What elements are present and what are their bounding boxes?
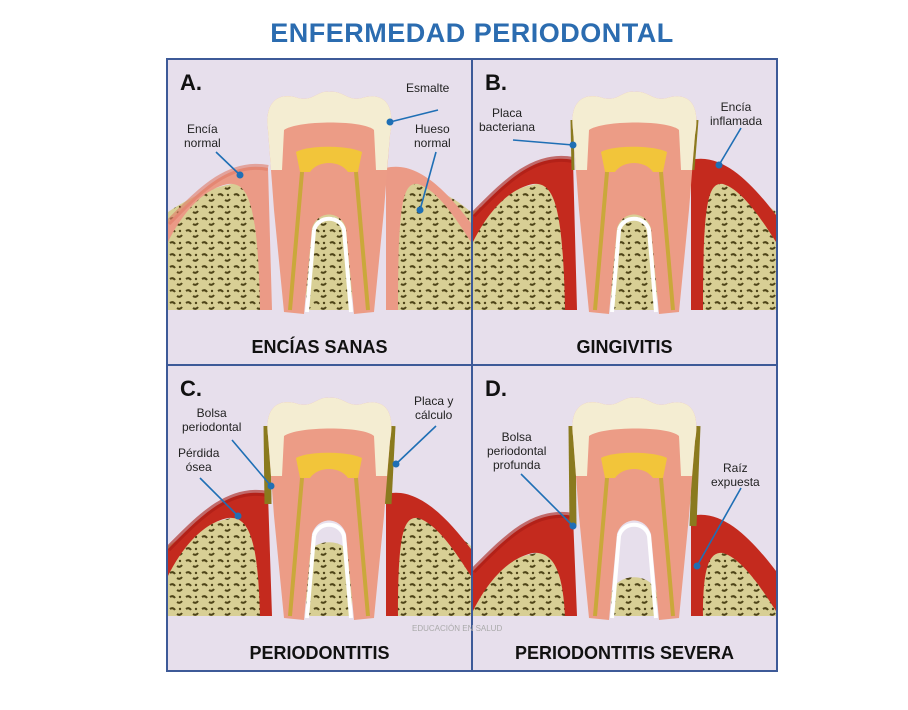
enamel: [267, 397, 392, 476]
pointer-dot: [416, 206, 424, 214]
pointer-line: [215, 151, 241, 176]
pointer-line: [231, 439, 272, 487]
pointer-line: [718, 127, 742, 166]
label-inflamed-gum: Encía inflamada: [710, 100, 763, 128]
interradicular-bone: [611, 577, 657, 616]
interradicular-bone: [306, 208, 352, 310]
root-outline: [305, 216, 353, 313]
panel-caption: PERIODONTITIS SEVERA: [514, 643, 735, 663]
tooth-root: [572, 91, 697, 315]
root-canals: [593, 477, 675, 617]
root-outline: [610, 216, 658, 313]
alveolar-bone-right: [396, 515, 471, 616]
tooth-root: [267, 91, 392, 315]
plaque-right: [689, 425, 701, 527]
label-bacterial-plaque: Placa bacteriana: [479, 106, 536, 134]
panel-caption: GINGIVITIS: [576, 337, 673, 357]
interradicular-bone: [306, 542, 352, 616]
gum-edge: [168, 163, 269, 226]
pointer-line: [696, 487, 742, 567]
tooth-illustration: [168, 91, 471, 315]
gum-left: [473, 514, 577, 616]
pulp-chamber: [296, 146, 362, 172]
pointer-line: [419, 151, 437, 211]
tooth-illustration: [168, 397, 471, 620]
pointer-line: [520, 473, 574, 527]
panel-letter: D.: [485, 376, 507, 401]
pointer-dot: [386, 118, 394, 126]
label-deep-pocket: Bolsa periodontal profunda: [487, 430, 547, 472]
label-plaque-calculus: Placa y cálculo: [414, 394, 454, 422]
alveolar-bone-left: [473, 181, 568, 310]
plaque-left: [263, 425, 272, 505]
root-canals: [593, 171, 675, 311]
tooth-illustration: [473, 91, 776, 315]
enamel: [572, 397, 697, 476]
plaque-right: [691, 119, 699, 171]
panel-caption: ENCÍAS SANAS: [251, 337, 388, 357]
pulp-chamber: [601, 146, 667, 172]
panel-letter: B.: [485, 70, 507, 95]
watermark: EDUCACIÓN EN SALUD: [412, 624, 503, 633]
root-canals: [288, 477, 370, 617]
pulp-chamber: [601, 452, 667, 478]
pointer-dot: [236, 171, 244, 179]
gum-edge: [168, 489, 269, 552]
alveolar-bone-right: [701, 550, 776, 616]
alveolar-bone-left: [168, 515, 263, 616]
panel-severe-periodontitis: D. Bolsa periodontal profunda Raíz expue…: [473, 366, 776, 670]
pointer-dot: [569, 141, 577, 149]
interradicular-bone: [611, 208, 657, 310]
panel-gingivitis: B. Placa bacteriana Encía inflamada GING…: [473, 60, 776, 364]
label-exposed-root: Raíz expuesta: [711, 461, 760, 489]
page-title: ENFERMEDAD PERIODONTAL: [270, 18, 674, 48]
pointer-dot: [392, 460, 400, 468]
gum-edge: [473, 155, 574, 218]
panel-healthy-gums: A. Esmalte Encía normal Hueso normal ENC…: [168, 60, 471, 364]
tooth-illustration: [473, 397, 776, 620]
label-normal-bone: Hueso normal: [414, 122, 451, 150]
pointer-dot: [267, 482, 275, 490]
label-periodontal-pocket: Bolsa periodontal: [182, 406, 242, 434]
gum-left: [473, 158, 577, 310]
enamel: [572, 91, 697, 170]
pointer-line: [199, 477, 239, 517]
pulp-chamber: [296, 452, 362, 478]
label-bone-loss: Pérdida ósea: [178, 446, 220, 474]
gum-left: [168, 166, 272, 310]
pointer-line: [389, 109, 439, 123]
pointer-line: [395, 425, 437, 465]
tooth-root: [267, 397, 392, 620]
pointer-dot: [569, 522, 577, 530]
panel-letter: C.: [180, 376, 202, 401]
pointer-dot: [693, 562, 701, 570]
gum-right: [691, 158, 776, 310]
enamel: [267, 91, 392, 170]
panel-letter: A.: [180, 70, 202, 95]
tooth-root: [572, 397, 697, 620]
plaque-left: [568, 425, 577, 527]
alveolar-bone-left: [168, 181, 263, 310]
root-canals: [288, 171, 370, 311]
root-outline: [305, 522, 353, 619]
gum-right: [386, 166, 471, 310]
label-enamel: Esmalte: [406, 81, 450, 95]
plaque-right: [384, 425, 396, 505]
label-normal-gum: Encía normal: [184, 122, 221, 150]
gum-right: [386, 492, 471, 616]
root-outline: [610, 522, 658, 619]
pointer-dot: [715, 161, 723, 169]
alveolar-bone-right: [396, 181, 471, 310]
pointer-line: [512, 139, 574, 146]
gum-edge: [473, 511, 574, 574]
panel-caption: PERIODONTITIS: [249, 643, 390, 663]
pointer-dot: [234, 512, 242, 520]
diagram-grid: A. Esmalte Encía normal Hueso normal ENC…: [166, 58, 778, 672]
panel-periodontitis: C. Bolsa periodontal Pérdida ósea Placa …: [168, 366, 471, 670]
